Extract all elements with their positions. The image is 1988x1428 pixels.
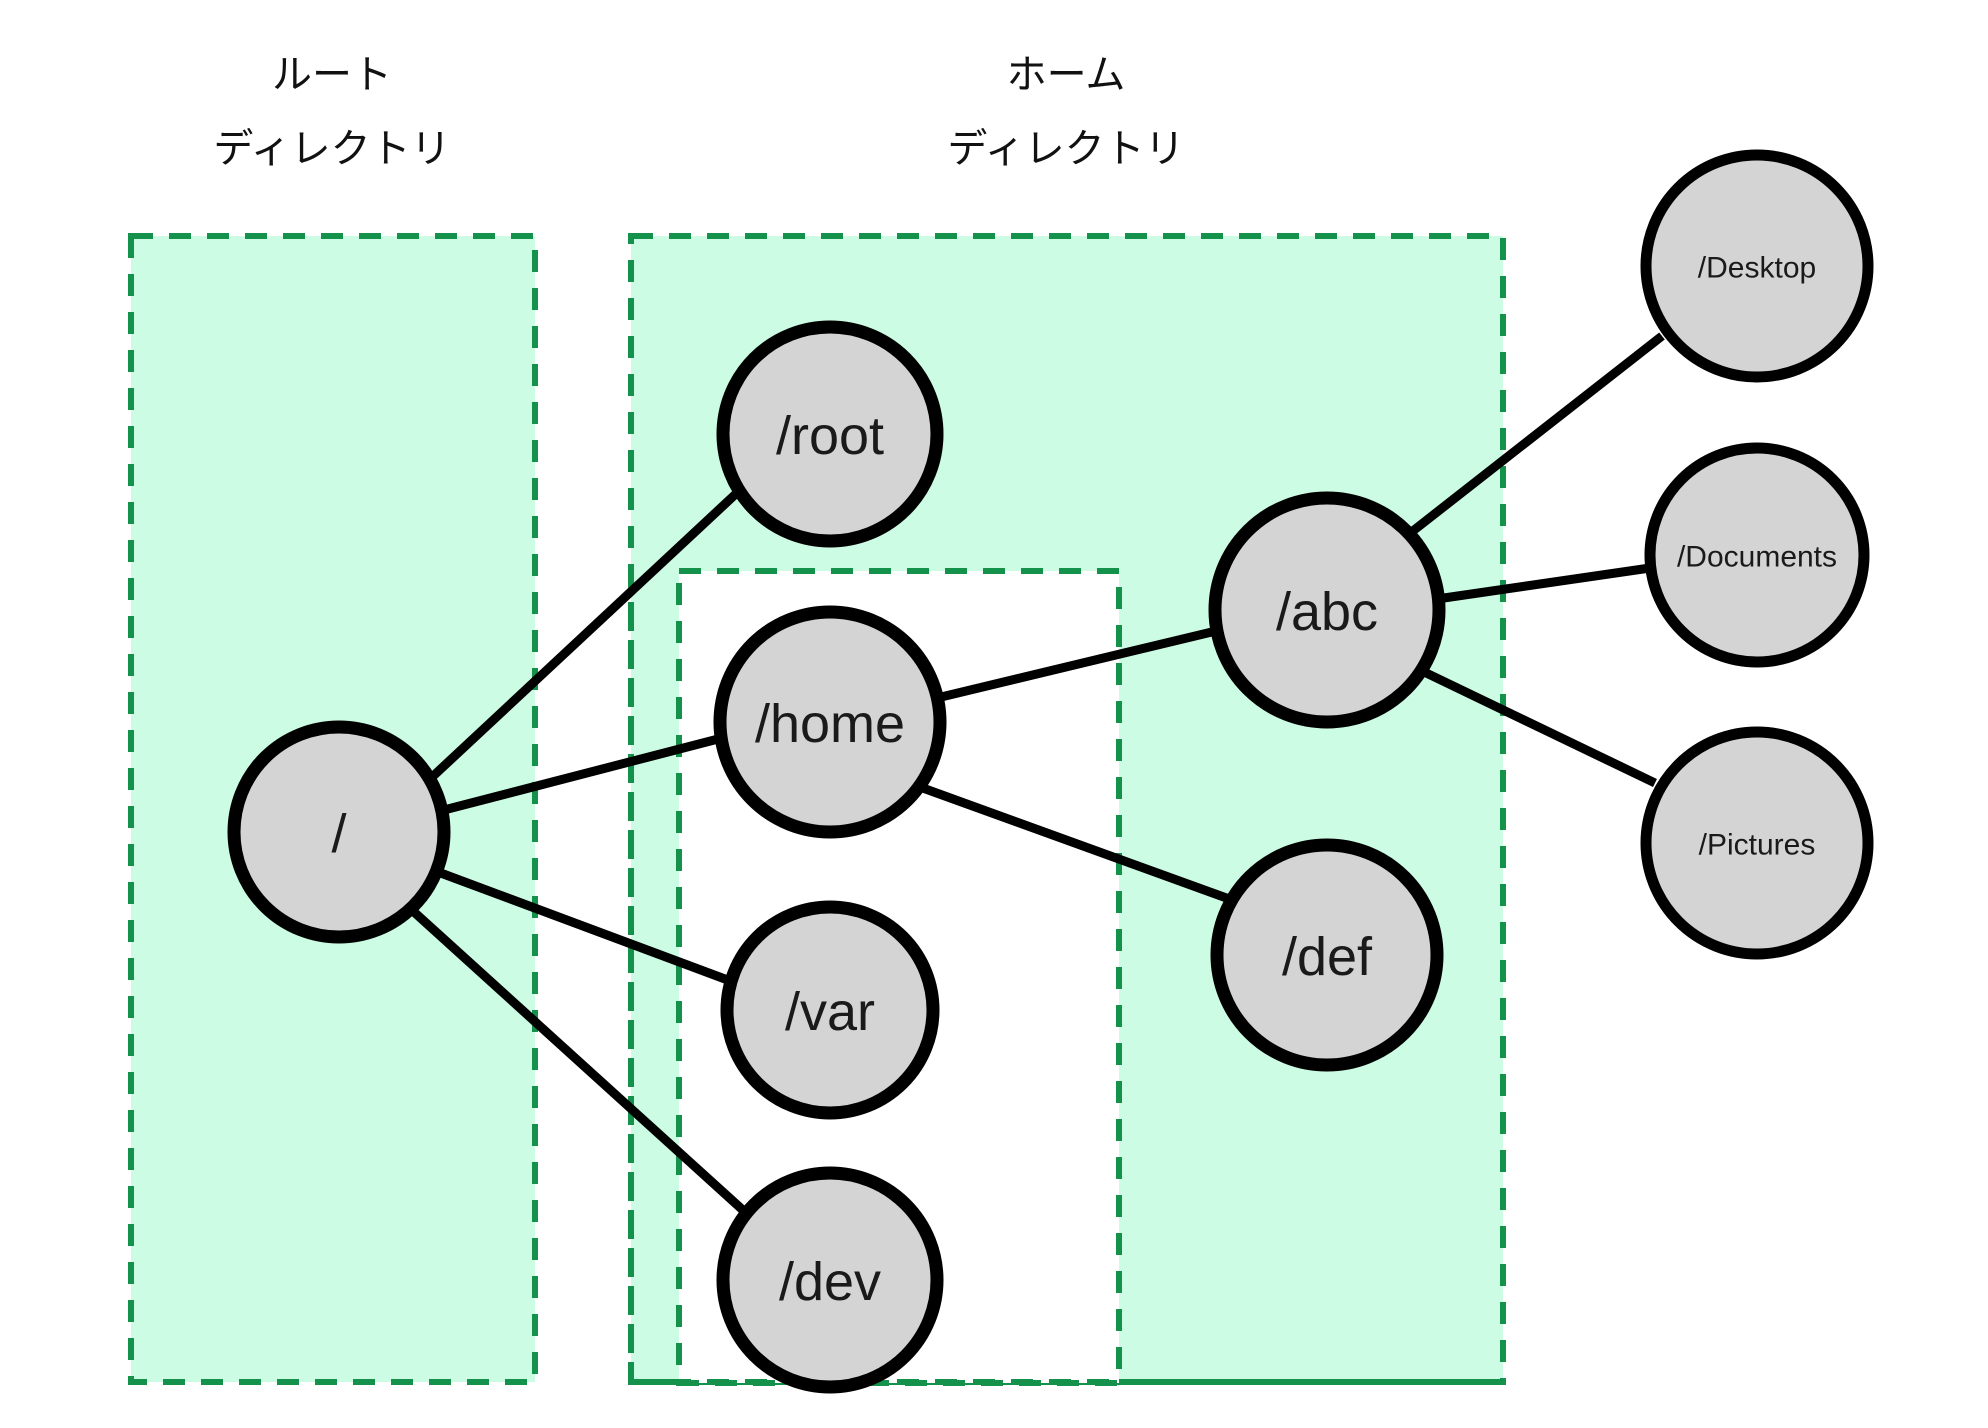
node-label-home: /home: [755, 694, 905, 754]
node-label-desktop: /Desktop: [1698, 252, 1816, 285]
node-circle-var[interactable]: [720, 900, 940, 1120]
node-label-root: /: [331, 804, 346, 864]
node-label-dev: /dev: [779, 1252, 881, 1312]
node-label-pictures: /Pictures: [1699, 829, 1816, 862]
edge-root-to-rootdir: [426, 486, 744, 783]
node-desktop[interactable]: /Desktop: [1640, 149, 1874, 383]
node-var[interactable]: /var: [720, 900, 940, 1120]
node-label-root-dir: /root: [776, 406, 884, 466]
zone-label-home-zone-line1: ホーム: [1007, 52, 1126, 98]
node-circle-desktop[interactable]: [1640, 149, 1874, 383]
node-circle-documents[interactable]: [1644, 442, 1870, 668]
node-circle-abc[interactable]: [1208, 491, 1446, 729]
edge-root-to-dev: [410, 908, 749, 1216]
edge-abc-to-desktop: [1406, 332, 1665, 538]
edge-abc-to-documents: [1436, 563, 1651, 604]
node-label-var: /var: [785, 982, 875, 1042]
node-def[interactable]: /def: [1210, 838, 1444, 1072]
node-circle-def[interactable]: [1210, 838, 1444, 1072]
node-circle-pictures[interactable]: [1640, 726, 1874, 960]
node-circle-home[interactable]: [713, 605, 947, 839]
node-circle-root[interactable]: [227, 720, 451, 944]
node-abc[interactable]: /abc: [1208, 491, 1446, 729]
node-label-def: /def: [1282, 927, 1373, 987]
node-root-dir[interactable]: /root: [716, 320, 944, 548]
edge-home-to-abc: [935, 626, 1218, 703]
edge-root-to-home: [442, 733, 724, 815]
node-root[interactable]: /: [227, 720, 451, 944]
node-dev[interactable]: /dev: [716, 1166, 944, 1394]
node-label-abc: /abc: [1276, 582, 1378, 642]
zone-label-root-zone-line1: ルート: [272, 52, 392, 98]
edge-home-to-def: [918, 782, 1234, 905]
node-circle-dev[interactable]: [716, 1166, 944, 1394]
zone-label-home-zone-line2: ディレクトリ: [947, 126, 1184, 172]
nodes-layer: / /root/home/var/dev/abc/def/Desktop/Docu…: [227, 149, 1874, 1394]
node-circle-root-dir[interactable]: [716, 320, 944, 548]
node-documents[interactable]: /Documents: [1644, 442, 1870, 668]
edge-abc-to-pictures: [1418, 665, 1657, 788]
node-pictures[interactable]: /Pictures: [1640, 726, 1874, 960]
node-home[interactable]: /home: [713, 605, 947, 839]
edges-layer: [410, 332, 1665, 1216]
zone-label-root-zone-line2: ディレクトリ: [213, 126, 450, 172]
node-label-documents: /Documents: [1677, 541, 1837, 574]
edge-root-to-var: [436, 867, 735, 987]
